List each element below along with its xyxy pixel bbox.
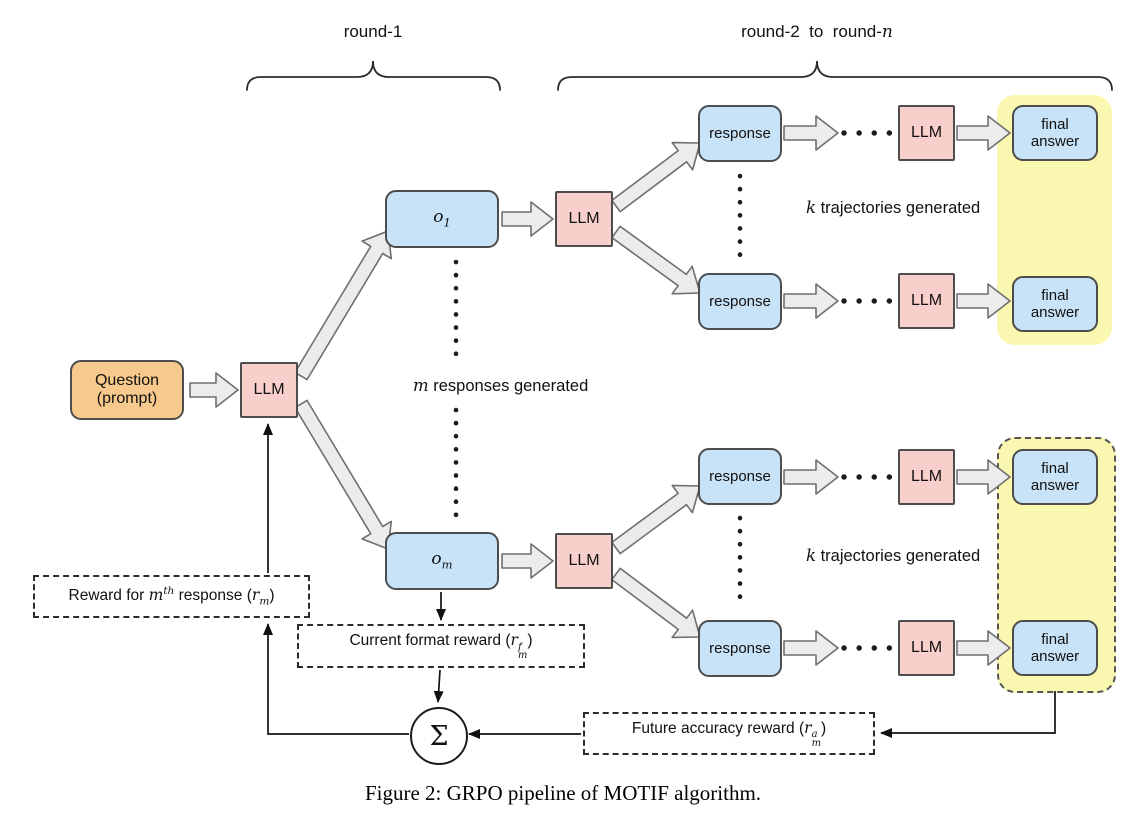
o1-label: o1 (433, 207, 451, 230)
reward-m-label: Reward for mth response (rm) (68, 585, 275, 608)
response-label-3: response (709, 467, 771, 485)
question-box: Question(prompt) (70, 360, 184, 420)
k-trajectories-label-bottom: k trajectories generated (806, 546, 981, 565)
arrow-format-reward-to-sigma (433, 669, 444, 703)
arrow-llm1-to-om (294, 399, 393, 550)
arrow-o1-to-llm2a (501, 201, 554, 237)
llm3b-label: LLM (910, 291, 943, 309)
response-box-2: response (698, 273, 782, 330)
response-label-2: response (709, 292, 771, 310)
arrow-llm1-to-o1 (294, 230, 393, 381)
arrow-response1-to-dots (783, 115, 839, 151)
arrow-response3-to-dots (783, 459, 839, 495)
final-answer-label-4: final answer (1030, 630, 1080, 665)
response-box-1: response (698, 105, 782, 162)
final-answer-label-3: final answer (1030, 459, 1080, 494)
arrow-llm2b-to-response3 (610, 484, 701, 555)
response-box-4: response (698, 620, 782, 677)
final-answer-box-2: final answer (1012, 276, 1098, 332)
final-answer-box-3: final answer (1012, 449, 1098, 505)
llm2a-label: LLM (568, 209, 600, 227)
sigma-symbol: Σ (429, 720, 449, 752)
arrow-llm2a-to-response2 (611, 225, 701, 295)
llm2b-box: LLM (555, 533, 613, 589)
brace-round2 (557, 60, 1113, 91)
response-box-3: response (698, 448, 782, 505)
arrow-response2-to-dots (783, 283, 839, 319)
llm1-box: LLM (240, 362, 298, 418)
arrow-sigma-to-reward-m (263, 623, 409, 735)
figure-caption: Figure 2: GRPO pipeline of MOTIF algorit… (364, 781, 762, 805)
response-label-1: response (709, 124, 771, 142)
round2-label: round-2 to round-n (667, 22, 967, 42)
llm3a-label: LLM (910, 123, 943, 141)
o1-box: o1 (385, 190, 499, 248)
round2-text: round-2 to round- (741, 22, 882, 41)
response-label-4: response (709, 639, 771, 657)
arrow-llm2a-to-response1 (610, 141, 701, 213)
reward-m-box: Reward for mth response (rm) (33, 575, 310, 618)
llm3d-label: LLM (910, 638, 943, 656)
llm3a-box: LLM (898, 105, 955, 161)
om-box: om (385, 532, 499, 590)
round2-n: n (881, 22, 893, 42)
arrow-om-to-llm2b (501, 543, 554, 579)
arrow-final-answers-to-accuracy-reward (880, 691, 1056, 738)
llm2a-box: LLM (555, 191, 613, 247)
round1-label: round-1 (343, 22, 403, 41)
arrow-llm2b-to-response4 (610, 567, 701, 639)
om-label: om (431, 549, 453, 572)
m-responses-label: m responses generated (413, 376, 589, 395)
final-answer-box-4: final answer (1012, 620, 1098, 676)
arrow-llm3a-to-final1 (956, 115, 1011, 151)
arrow-llm3c-to-final3 (956, 459, 1011, 495)
llm3c-label: LLM (910, 467, 943, 485)
final-answer-box-1: final answer (1012, 105, 1098, 161)
arrow-response4-to-dots (783, 630, 839, 666)
k-trajectories-label-top: k trajectories generated (806, 198, 981, 217)
final-answer-label-1: final answer (1030, 115, 1080, 150)
brace-round1 (246, 60, 501, 91)
arrow-question-to-llm1 (189, 372, 239, 408)
question-label: Question(prompt) (94, 371, 160, 407)
llm3c-box: LLM (898, 449, 955, 505)
final-answer-label-2: final answer (1030, 286, 1080, 321)
llm3d-box: LLM (898, 620, 955, 676)
llm1-label: LLM (253, 380, 285, 398)
arrow-llm3d-to-final4 (956, 630, 1011, 666)
sigma-node: Σ (410, 707, 468, 765)
llm2b-label: LLM (568, 551, 600, 569)
arrow-llm3b-to-final2 (956, 283, 1011, 319)
llm3b-box: LLM (898, 273, 955, 329)
